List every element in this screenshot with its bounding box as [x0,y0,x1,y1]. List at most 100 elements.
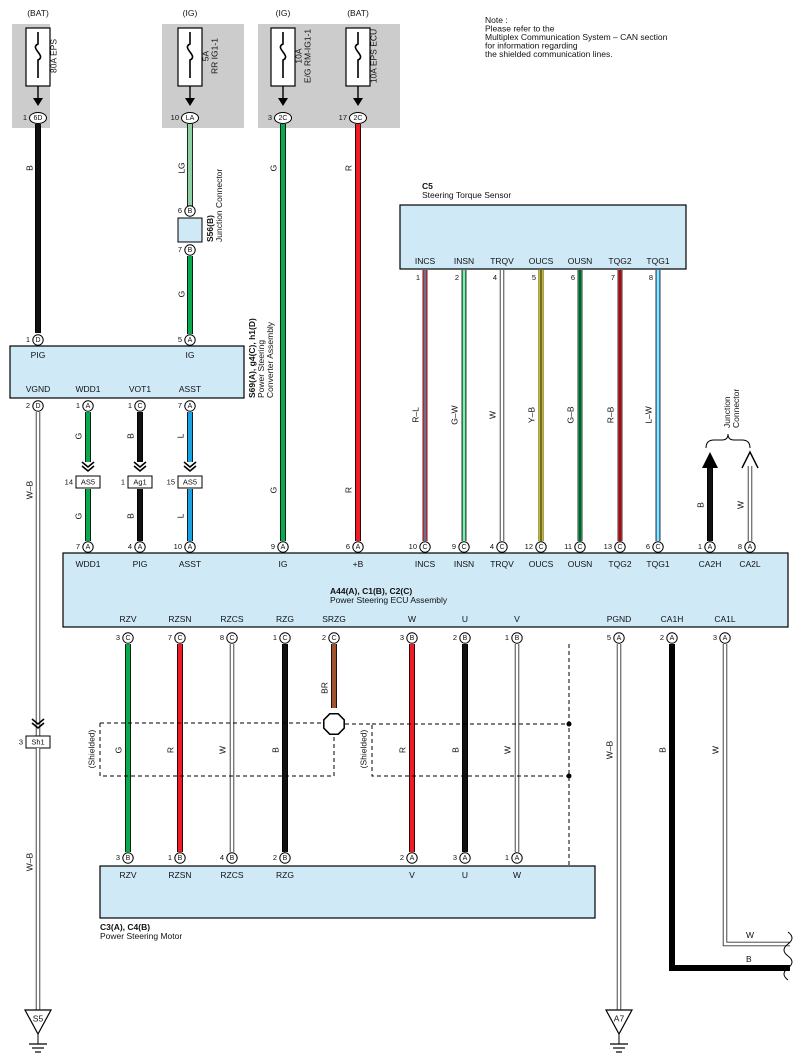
converter-bottom-pin: A [184,400,196,412]
ecu-top-pin: C [614,541,626,553]
torque-sensor-pin-name: INSN [454,256,474,266]
pin-number: 4 [493,273,497,282]
svg-text:15: 15 [167,477,175,486]
junction-dot [566,773,572,779]
ecu-bottom-pin: B [511,632,523,644]
pin-number: 5 [607,633,611,642]
pin-number: 2 [455,273,459,282]
wire-color-label: W [710,746,720,754]
svg-text:1: 1 [121,477,125,486]
converter-pin-name: WDD1 [75,384,100,394]
converter-pin-name: IG [186,350,195,360]
pin-number: 7 [611,273,615,282]
motor-pin-name: W [513,870,521,880]
fuse-source-label: (BAT) [347,8,369,18]
chevron-icon [133,461,147,473]
wire-color-label: G [113,747,123,754]
arrow-up-icon [702,452,718,468]
junction-dot [566,721,572,727]
fuse-panel-ig [162,24,244,128]
wire-color-label: B [450,747,460,753]
chevron-icon [183,461,197,473]
fuse-name: 80A EPS [48,39,58,73]
svg-text:A7: A7 [614,1013,625,1023]
wire-color-label: B [657,747,667,753]
converter-pin-name: VGND [26,384,51,394]
converter-name: Power Steering [256,340,266,398]
fuse-pin-number: 17 [339,113,347,122]
ecu-pin-name: RZG [276,614,294,624]
pin-number: 8 [738,542,742,551]
junction-brace [705,433,751,449]
pin-number: 2 [660,633,664,642]
pin-number: 2 [400,853,404,862]
pin-number: 6 [346,542,350,551]
pin-number: 7 [168,633,172,642]
svg-text:C: C [331,635,336,642]
wire-ca1h [669,644,790,971]
ecu-pin-name: CA1H [661,614,684,624]
ecu-pin-name: CA2L [739,559,761,569]
pin-number: 7 [76,542,80,551]
ecu-bottom-pin: C [279,632,291,644]
fuse-name: 10A EPS ECU [368,29,378,83]
wire-color-label: LG [176,162,186,173]
svg-text:A: A [708,544,713,551]
pin-number: 2 [273,853,277,862]
wire-color-label: R–L [410,407,420,423]
fuse-80a-eps-icon [34,32,42,78]
s56-pin-bottom: B [184,244,196,256]
wire-color-label: W–B [24,852,34,871]
ecu-pin-name: +B [353,559,364,569]
arrow-down-icon [33,98,43,106]
svg-text:A: A [138,544,143,551]
ecu-pin-name: SRZG [322,614,346,624]
pin-number: 6 [178,206,182,215]
wire-color-label: G [268,165,278,172]
svg-text:B: B [283,855,288,862]
wire-color-label: B [125,513,135,519]
torque-sensor-pin-name: OUCS [529,256,554,266]
fuse-pin-number: 1 [23,113,27,122]
converter-bottom-pin: D [32,400,44,412]
svg-text:A: A [723,635,728,642]
shield-box-right-bottom [345,723,569,777]
ecu-top-pin: C [458,541,470,553]
torque-sensor-box [399,204,687,270]
svg-text:D: D [35,403,40,410]
fuse-10a-eg-rm-ig1-icon [279,32,287,78]
motor-box [99,865,596,919]
ecu-top-pin: C [574,541,586,553]
svg-text:2C: 2C [279,115,288,122]
ecu-pin-name: TRQV [490,559,514,569]
arrow-up-icon [741,450,759,469]
pin-number: 5 [178,335,182,344]
arrow-down-icon [353,98,363,106]
motor-pin-name: RZSN [168,870,191,880]
pin-number: 7 [178,401,182,410]
wire-color-label: B [125,433,135,439]
ecu-pin-name: ASST [179,559,201,569]
svg-text:A: A [463,855,468,862]
wire-break-icon [783,955,793,981]
wire-color-label: R [343,165,353,171]
fuse-10a-eg-rm-ig1-connector: 2C [274,112,292,124]
wire-color-label: W–B [24,480,34,499]
svg-text:A: A [617,635,622,642]
pin-number: 9 [452,542,456,551]
ecu-bottom-pin: C [328,632,340,644]
pin-number: 13 [604,542,612,551]
ecu-pin-name: TQG1 [646,559,669,569]
svg-text:C: C [229,635,234,642]
pin-number: 6 [571,273,575,282]
ecu-name: Power Steering ECU Assembly [330,595,448,605]
ecu-pin-name: CA1L [714,614,736,624]
torque-sensor-pin-name: OUSN [568,256,593,266]
svg-text:C: C [577,544,582,551]
pin-number: 9 [271,542,275,551]
ecu-top-pin: A [82,541,94,553]
torque-sensor-pin-name: TRQV [490,256,514,266]
wire-color-label: R [397,747,407,753]
